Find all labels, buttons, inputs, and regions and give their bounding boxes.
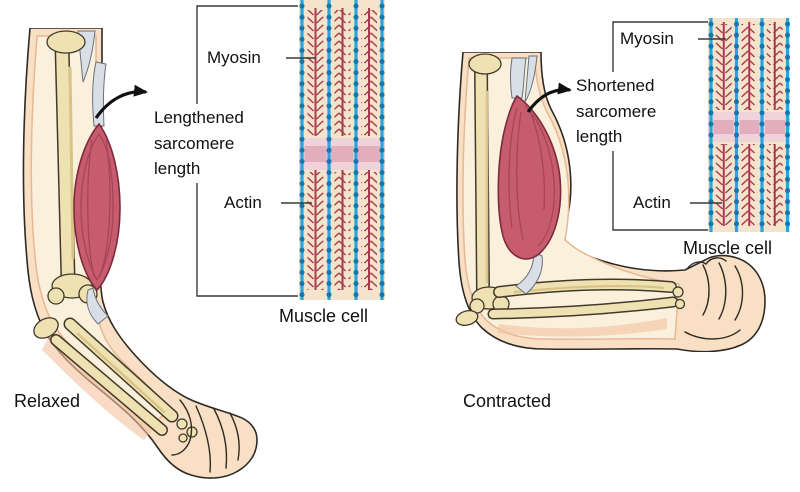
myosin-label-left: Myosin (207, 48, 261, 67)
cell-membranes (708, 18, 790, 232)
humerus-bone (455, 53, 538, 326)
relaxed-hand-finger-lines (171, 399, 240, 473)
knuckle-line (686, 261, 707, 270)
biceps-muscle-contracted (497, 57, 562, 295)
forearm-bones (50, 317, 198, 443)
forearm-deep-tissue (497, 318, 667, 337)
thumb-line (684, 329, 741, 340)
contracted-fist-lines (684, 257, 744, 340)
myosin-label-right: Myosin (620, 29, 674, 48)
contracted-arm-illustration (455, 52, 766, 352)
biceps-upper-tendon (510, 57, 527, 99)
myofibril-filaments (307, 8, 377, 290)
knuckle-line (705, 257, 727, 265)
sarcomere-annotation-right: Shortened sarcomere length (574, 72, 686, 151)
biceps-lower-tendon (86, 287, 109, 325)
relaxed-arm-illustration (22, 28, 258, 479)
state-label-relaxed: Relaxed (14, 391, 81, 411)
forearm-deep-tissue (42, 334, 154, 440)
cell-membranes (299, 0, 385, 300)
state-label-contracted: Contracted (463, 391, 552, 411)
myofibril-filaments (715, 22, 783, 226)
muscle-cell-diagram-relaxed (299, 0, 385, 300)
biceps-upper-tendon (92, 61, 107, 127)
biceps-lower-tendon (515, 251, 543, 295)
thumb-line (171, 399, 193, 456)
muscle-cell-diagram-contracted (708, 18, 790, 232)
muscle-cell-label-right: Muscle cell (683, 238, 773, 258)
actin-label-right: Actin (633, 193, 671, 212)
sarcomere-annotation-left: Lengthened sarcomere length (152, 104, 266, 183)
actin-label-left: Actin (224, 193, 262, 212)
muscle-cell-label-left: Muscle cell (279, 306, 369, 326)
forearm-bones (487, 278, 686, 320)
humerus-bone (33, 30, 98, 339)
